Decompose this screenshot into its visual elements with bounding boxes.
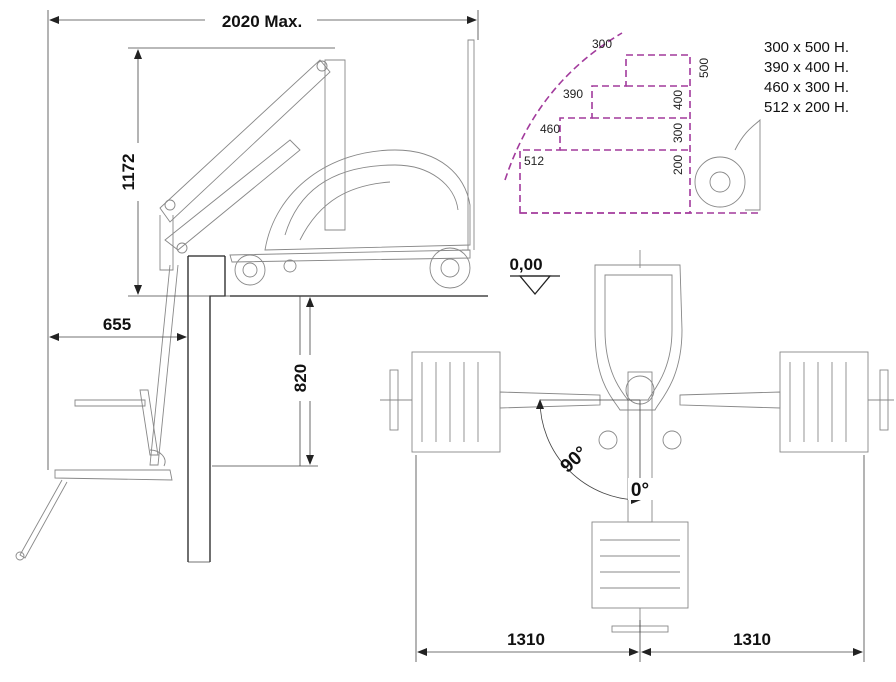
step-height-400: 400 — [671, 90, 685, 110]
step-spec-1: 300 x 500 H. — [764, 39, 849, 56]
dim-left-span-label: 1310 — [507, 630, 545, 649]
lift-housing — [264, 149, 471, 251]
step-spec-4: 512 x 200 H. — [764, 99, 849, 116]
inset-wheel — [694, 156, 746, 208]
step-height-300: 300 — [671, 123, 685, 143]
rear-wheel — [234, 254, 266, 286]
step-label-460: 460 — [540, 122, 560, 136]
dim-right-span-label: 1310 — [733, 630, 771, 649]
plan-seat-bottom — [591, 521, 689, 609]
step-arc — [504, 32, 623, 181]
step-label-390: 390 — [563, 87, 583, 101]
lift-column — [324, 59, 346, 231]
chair-back — [139, 389, 159, 456]
level-label: 0,00 — [509, 255, 542, 274]
dim-depth-label: 820 — [291, 364, 310, 392]
step-profile — [519, 54, 691, 214]
foot-rest — [19, 479, 68, 559]
step-height-500: 500 — [697, 58, 711, 78]
plan-seat-right — [779, 351, 869, 453]
hanging-mast — [149, 264, 179, 466]
chair-armrest — [74, 399, 146, 407]
dim-total-width-label: 2020 Max. — [222, 12, 302, 31]
plan-view: 90° 0° — [380, 250, 894, 633]
level-marker-icon — [518, 275, 552, 296]
plan-dimensions: 1310 1310 — [415, 455, 865, 662]
side-dimensions: 2020 Max. 1172 655 820 0,00 — [47, 8, 560, 470]
step-height-200: 200 — [671, 155, 685, 175]
lift-arm — [159, 59, 331, 223]
rotation-0-label: 0° — [631, 480, 649, 501]
side-elevation — [15, 39, 488, 563]
step-spec-2: 390 x 400 H. — [764, 59, 849, 76]
plan-seat-left — [411, 351, 501, 453]
step-inset: 300 390 460 512 500 400 300 200 300 x 50… — [504, 32, 849, 214]
dim-mast-height-label: 1172 — [119, 154, 138, 191]
chair-seat — [54, 469, 173, 481]
rotation-90-label: 90° — [557, 442, 592, 477]
push-handle — [462, 39, 475, 251]
pool-wall-inner — [209, 256, 226, 562]
rotation-arc — [536, 399, 641, 504]
step-spec-3: 460 x 300 H. — [764, 79, 849, 96]
plan-housing — [594, 264, 683, 411]
dim-reach-label: 655 — [103, 315, 131, 334]
step-label-512: 512 — [524, 154, 544, 168]
step-label-300: 300 — [592, 37, 612, 51]
front-wheel — [429, 247, 471, 289]
plan-arm-right — [679, 391, 781, 409]
